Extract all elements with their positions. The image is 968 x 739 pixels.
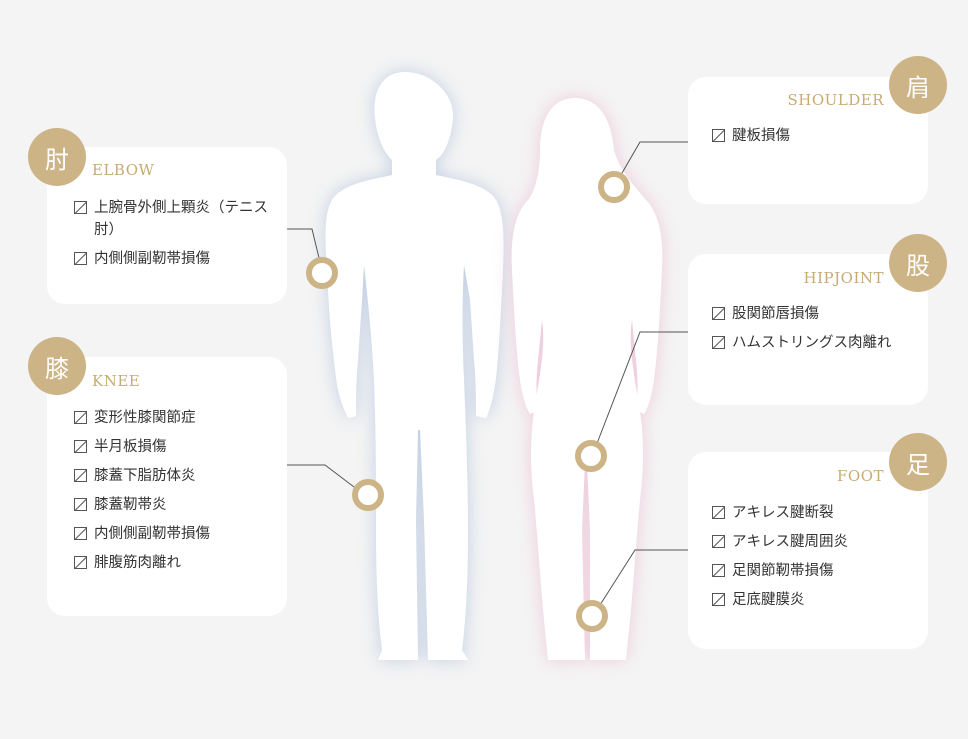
shoulder-condition-list: 腱板損傷 [712,125,912,154]
shoulder-label: SHOULDER [787,91,884,109]
checkbox-icon [74,252,87,265]
list-item: アキレス腱周囲炎 [712,531,922,553]
hip-card: HIPJOINT 股関節唇損傷 ハムストリングス肉離れ [688,254,928,405]
knee-label: KNEE [92,372,141,390]
checkbox-icon [712,535,725,548]
elbow-connector-line [287,228,321,263]
checkbox-icon [74,440,87,453]
list-item: 半月板損傷 [74,436,274,458]
knee-connector-line [287,464,359,491]
hip-badge: 股 [889,234,947,292]
hip-label: HIPJOINT [803,269,884,287]
checkbox-icon [712,336,725,349]
elbow-condition-list: 上腕骨外側上顆炎（テニス肘） 内側側副靭帯損傷 [74,197,274,277]
list-item: 足底腱膜炎 [712,589,922,611]
checkbox-icon [712,129,725,142]
foot-marker [576,600,608,632]
knee-card: KNEE 変形性膝関節症 半月板損傷 膝蓋下脂肪体炎 膝蓋靭帯炎 内側側副靭帯損… [47,357,287,616]
female-figure [511,98,663,660]
list-item: 腓腹筋肉離れ [74,552,274,574]
checkbox-icon [712,506,725,519]
foot-card: FOOT アキレス腱断裂 アキレス腱周囲炎 足関節靭帯損傷 足底腱膜炎 [688,452,928,649]
elbow-label: ELBOW [92,161,155,179]
foot-condition-list: アキレス腱断裂 アキレス腱周囲炎 足関節靭帯損傷 足底腱膜炎 [712,502,922,618]
shoulder-card: SHOULDER 腱板損傷 [688,77,928,204]
list-item: 内側側副靭帯損傷 [74,248,274,270]
checkbox-icon [712,564,725,577]
checkbox-icon [712,593,725,606]
list-item: アキレス腱断裂 [712,502,922,524]
hip-condition-list: 股関節唇損傷 ハムストリングス肉離れ [712,303,922,361]
shoulder-marker [598,171,630,203]
hip-marker [575,440,607,472]
foot-badge: 足 [889,433,947,491]
checkbox-icon [74,498,87,511]
knee-badge: 膝 [28,337,86,395]
list-item: 股関節唇損傷 [712,303,922,325]
checkbox-icon [74,527,87,540]
list-item: 足関節靭帯損傷 [712,560,922,582]
hip-connector-line [595,331,688,447]
list-item: 上腕骨外側上顆炎（テニス肘） [74,197,274,241]
shoulder-connector-line [617,141,688,181]
elbow-marker [306,257,338,289]
checkbox-icon [712,307,725,320]
knee-marker [352,479,384,511]
shoulder-badge: 肩 [889,56,947,114]
elbow-badge: 肘 [28,128,86,186]
male-figure [325,72,504,660]
list-item: ハムストリングス肉離れ [712,332,922,354]
knee-condition-list: 変形性膝関節症 半月板損傷 膝蓋下脂肪体炎 膝蓋靭帯炎 内側側副靭帯損傷 腓腹筋… [74,407,274,581]
checkbox-icon [74,201,87,214]
list-item: 膝蓋下脂肪体炎 [74,465,274,487]
foot-connector-line [599,549,688,606]
checkbox-icon [74,556,87,569]
list-item: 変形性膝関節症 [74,407,274,429]
elbow-card: ELBOW 上腕骨外側上顆炎（テニス肘） 内側側副靭帯損傷 [47,147,287,304]
list-item: 腱板損傷 [712,125,912,147]
checkbox-icon [74,411,87,424]
list-item: 内側側副靭帯損傷 [74,523,274,545]
checkbox-icon [74,469,87,482]
foot-label: FOOT [836,467,884,485]
list-item: 膝蓋靭帯炎 [74,494,274,516]
